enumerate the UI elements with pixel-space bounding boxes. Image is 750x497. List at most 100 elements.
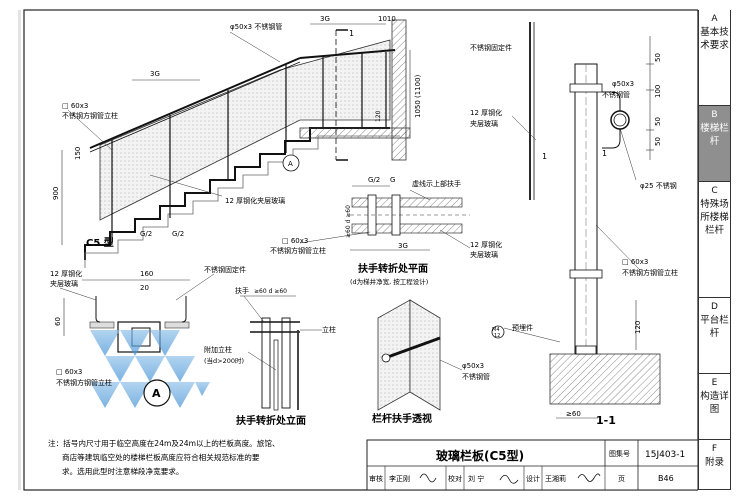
chapter-tab-e[interactable]: E 构造详图 [699, 374, 730, 440]
plan-g2: G/2 [368, 176, 380, 184]
sec-one-b: 1 [542, 152, 547, 161]
detA-mark: A [152, 387, 161, 400]
sec-glass-a: 12 厚钢化 [470, 108, 502, 117]
label-post-b: 不锈钢方钢管立柱 [62, 111, 118, 120]
plan-glass-b: 夹层玻璃 [470, 250, 498, 259]
title-block [366, 439, 698, 491]
sec-post-a: □ 60x3 [622, 258, 648, 266]
sec-50c: 50 [654, 137, 662, 146]
dim-1050: 1050 (1100) [414, 74, 422, 118]
plan-glass-a: 12 厚钢化 [470, 240, 502, 249]
handrail [89, 57, 301, 149]
check-label: 校对 [448, 474, 462, 483]
plan-note: (d为梯井净宽, 按工程设计) [350, 277, 428, 286]
sec-120: 120 [634, 321, 642, 334]
detA-20: 20 [140, 284, 149, 292]
chapter-tab-c[interactable]: C 特殊场所楼梯栏杆 [699, 182, 730, 298]
chapter-code: B [711, 110, 718, 120]
review-name: 李正刚 [389, 474, 410, 483]
sec-100: 100 [654, 85, 662, 98]
sec-ge60: ≥60 [566, 410, 581, 418]
chapter-text: 构造详图 [700, 391, 729, 415]
dim-1010: 1010 [378, 15, 396, 23]
elev-extra-a: 附加立柱 [204, 345, 232, 354]
sec-title: 1-1 [596, 414, 616, 427]
detA-post-b: 不锈钢方钢管立柱 [56, 378, 112, 387]
chapter-tab-f[interactable]: F 附录 [699, 440, 730, 490]
design-name: 王湘莉 [545, 474, 566, 483]
persp-title: 栏杆扶手透视 [372, 412, 432, 425]
perspective [377, 299, 463, 411]
atlas-number: 15J403-1 [645, 450, 685, 460]
mark-a: A [288, 160, 293, 168]
chapter-code: D [711, 302, 718, 312]
sec-m4: M4 [492, 327, 500, 333]
detail-a [59, 273, 215, 408]
chapter-text: 楼梯栏杆 [700, 123, 729, 147]
persp-pipe-a: φ50x3 [462, 362, 484, 370]
chapter-code: C [711, 186, 718, 196]
check-name: 刘 宁 [468, 474, 484, 483]
elev-post: 立柱 [322, 325, 336, 334]
detA-post-a: □ 60x3 [56, 368, 82, 376]
glass-panel [99, 39, 391, 221]
sheet-frame [23, 9, 698, 491]
sec-embed: 预埋件 [512, 323, 533, 332]
chapter-tab-a[interactable]: A 基本技术要求 [699, 10, 730, 106]
section-1-1 [491, 22, 661, 419]
chapter-text: 附录 [704, 457, 724, 468]
elev-d: ≥60 d ≥60 [254, 288, 287, 295]
stair-profile [84, 127, 390, 260]
sec-pipe-a: φ50x3 [612, 80, 634, 88]
dim-150: 150 [74, 147, 82, 160]
plan-virtual: 虚线示上部扶手 [412, 179, 461, 188]
chapter-text: 基本技术要求 [700, 27, 729, 51]
dim-3g-top: 3G [320, 15, 330, 23]
dim-120: 120 [375, 110, 382, 122]
chapter-text: 特殊场所楼梯栏杆 [700, 199, 729, 236]
note-line-2: 商店等建筑临空处的楼梯栏板高度应符合相关规范标准的要 [62, 452, 260, 462]
label-glass-main: 12 厚钢化夹层玻璃 [225, 196, 285, 205]
drawing-canvas: φ50x3 不锈钢管 □ 60x3 不锈钢方钢管立柱 12 厚钢化夹层玻璃 C5… [23, 9, 698, 491]
sec-rod: φ25 不锈钢 [640, 181, 677, 190]
plan-post-b: 不锈钢方钢管立柱 [270, 246, 326, 255]
atlas-label: 图集号 [609, 449, 630, 458]
chapter-code: E [711, 378, 718, 388]
plan-3g: 3G [398, 242, 408, 250]
sec-fix: 不锈钢固定件 [470, 43, 512, 52]
plan-g: G [390, 176, 395, 184]
chapter-sidebar: A 基本技术要求 B 楼梯栏杆 C 特殊场所楼梯栏杆 D 平台栏杆 E 构造详图… [698, 10, 731, 490]
note-line-1: 注：括号内尺寸用于临空高度在24m及24m以上的栏板高度。旅馆、 [48, 438, 280, 448]
page-edge [18, 10, 21, 490]
persp-pipe-b: 不锈钢管 [462, 372, 490, 381]
sec-50b: 50 [654, 117, 662, 126]
chapter-code: F [711, 444, 718, 454]
turn-plan [299, 185, 471, 251]
title-text: 玻璃栏板(C5型) [436, 448, 524, 463]
plan-post-a: □ 60x3 [282, 237, 308, 245]
mark-one: 1 [349, 29, 354, 38]
plan-title: 扶手转折处平面 [358, 262, 428, 275]
page-label: 页 [618, 475, 625, 483]
detA-glass-a: 12 厚钢化 [50, 269, 82, 278]
label-c5: C5 型 [86, 236, 114, 249]
dim-g2-a: G/2 [140, 230, 152, 238]
label-post-a: □ 60x3 [62, 102, 88, 110]
sec-50a: 50 [654, 53, 662, 62]
c5-elevation [61, 19, 411, 268]
dim-900: 900 [52, 187, 60, 200]
chapter-text: 平台栏杆 [700, 315, 729, 339]
plan-d: ≥60 d ≥60 [345, 205, 352, 238]
sec-m4b: 12 [494, 333, 500, 339]
note-line-3: 求。选用此型时注意梯段净宽要求。 [62, 466, 184, 476]
turn-elevation [240, 295, 322, 411]
watermark-logo [90, 330, 210, 408]
chapter-code: A [711, 14, 718, 24]
design-label: 设计 [526, 474, 540, 483]
chapter-tab-d[interactable]: D 平台栏杆 [699, 298, 730, 374]
elev-title: 扶手转折处立面 [236, 414, 306, 427]
sec-pipe-b: 不锈钢管 [602, 90, 630, 99]
sec-one: 1 [602, 149, 607, 158]
chapter-tab-b[interactable]: B 楼梯栏杆 [699, 106, 730, 182]
